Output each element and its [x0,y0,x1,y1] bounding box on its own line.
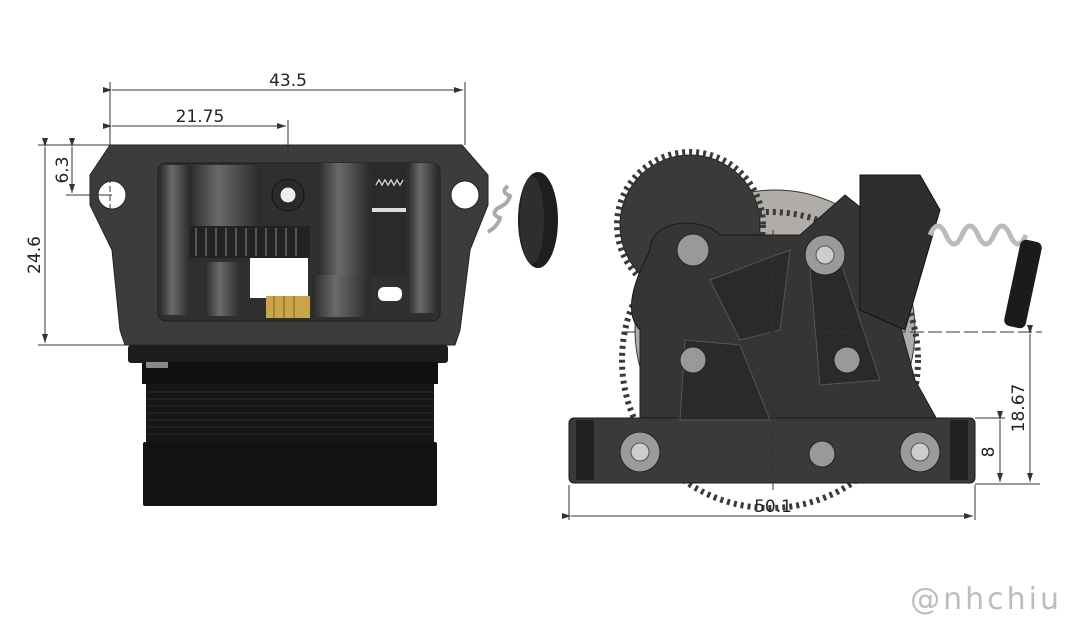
dim-overall-width: 43.5 [269,71,307,91]
watermark: @nhchiu [910,582,1062,617]
dim-center-offset: 21.75 [176,107,225,127]
front-view: 43.5 21.75 6.3 24.6 [25,71,558,506]
dim-base-width: 50.1 [754,497,792,517]
dim-axis-height: 18.67 [1009,384,1029,433]
dim-hole-offset: 6.3 [53,156,73,183]
dim-height: 24.6 [25,236,45,274]
bolt-icon [619,233,941,473]
side-view: 50.1 8 18.67 [562,149,1042,520]
dim-base-height: 8 [979,447,999,458]
